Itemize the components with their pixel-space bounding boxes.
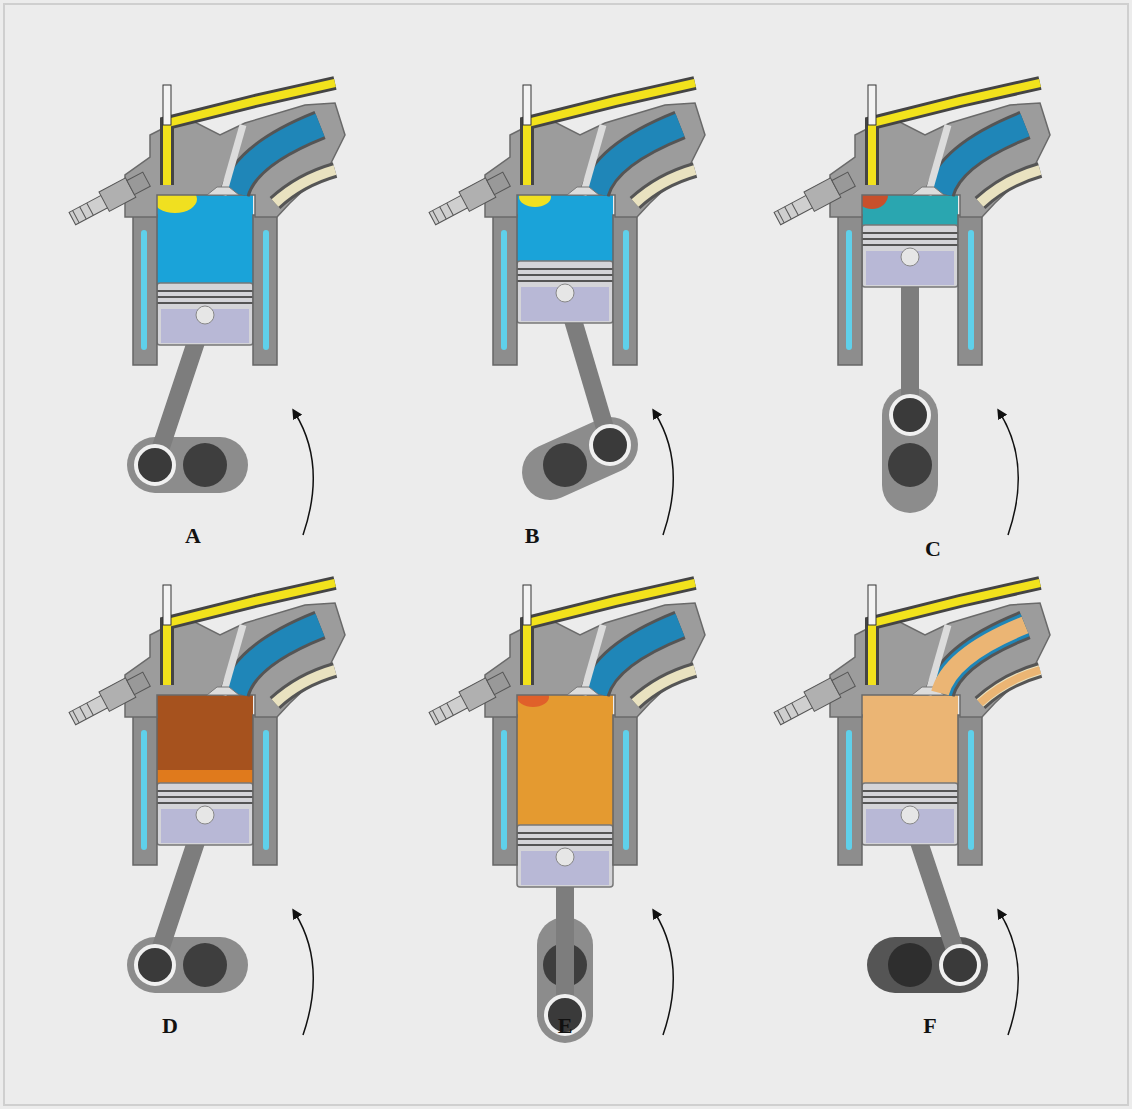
panel-letter: B [525, 523, 540, 549]
panel-letter: F [923, 1013, 936, 1039]
panel-letter: A [185, 523, 201, 549]
panel-letter: E [558, 1013, 573, 1039]
panel-letter: D [162, 1013, 178, 1039]
panel-letter: C [925, 536, 941, 562]
